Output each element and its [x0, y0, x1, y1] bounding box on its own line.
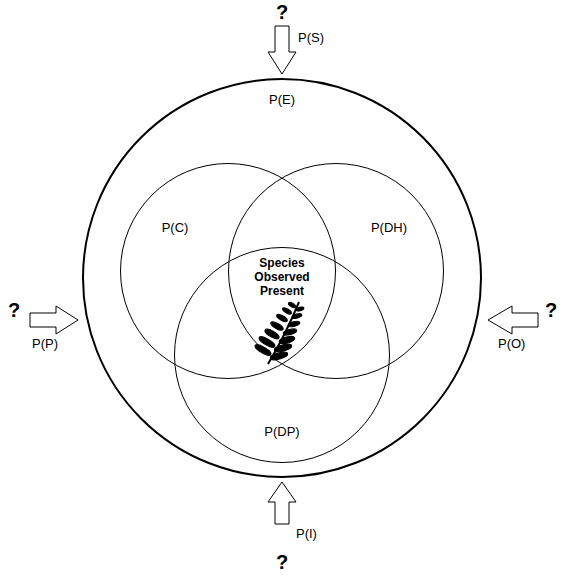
probability-label: P(C)	[162, 220, 189, 236]
input-arrow-right	[488, 306, 538, 334]
probability-label: P(DH)	[371, 220, 407, 236]
probability-label: P(I)	[296, 526, 317, 541]
fern-icon	[254, 301, 305, 364]
center-label: Species Observed Present	[247, 256, 317, 298]
probability-label: P(O)	[498, 336, 525, 351]
probability-label: P(P)	[32, 336, 58, 351]
probability-label: P(DP)	[264, 424, 299, 440]
input-arrow-top	[268, 26, 296, 74]
circle-outline	[229, 164, 444, 379]
circle-outline	[175, 248, 390, 463]
unknown-mark: ?	[8, 298, 20, 322]
probability-label: P(S)	[298, 30, 324, 45]
unknown-mark: ?	[276, 0, 288, 24]
unknown-mark: ?	[545, 298, 557, 322]
input-arrow-left	[30, 306, 78, 334]
probability-label: P(E)	[269, 92, 295, 108]
circle-outline	[83, 79, 481, 477]
unknown-mark: ?	[276, 550, 288, 574]
input-arrow-bottom	[268, 482, 296, 524]
